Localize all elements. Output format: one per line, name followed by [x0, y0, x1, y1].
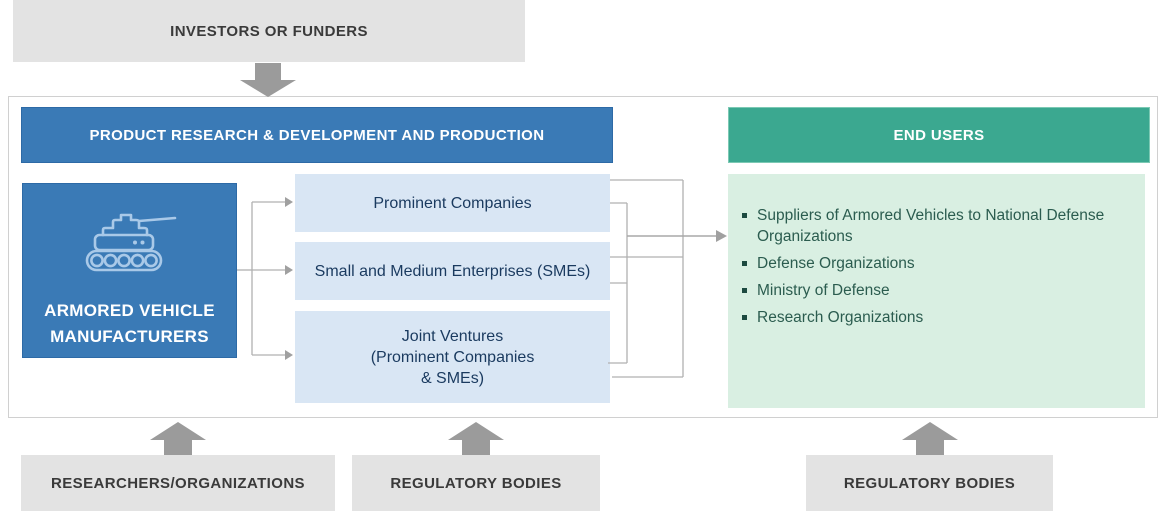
prominent-companies-box: Prominent Companies	[295, 174, 610, 232]
regulatory-bodies-box-left: REGULATORY BODIES	[352, 455, 600, 511]
researchers-organizations-box: RESEARCHERS/ORGANIZATIONS	[21, 455, 335, 511]
regulatory-bodies-box-right: REGULATORY BODIES	[806, 455, 1053, 511]
up-arrow-researchers	[150, 422, 206, 455]
investors-label: INVESTORS OR FUNDERS	[170, 22, 368, 40]
armored-vehicle-manufacturers-label: ARMORED VEHICLE MANUFACTURERS	[44, 301, 215, 346]
rd-production-header: PRODUCT RESEARCH & DEVELOPMENT AND PRODU…	[21, 107, 613, 163]
end-user-item: Ministry of Defense	[740, 280, 1127, 301]
end-users-header-label: END USERS	[893, 126, 985, 144]
joint-ventures-box: Joint Ventures (Prominent Companies & SM…	[295, 311, 610, 403]
up-arrow-regulatory-right	[902, 422, 958, 455]
down-arrow-investors	[240, 63, 296, 97]
smes-label: Small and Medium Enterprises (SMEs)	[314, 262, 591, 280]
smes-box: Small and Medium Enterprises (SMEs)	[295, 242, 610, 300]
regulatory-bodies-left-label: REGULATORY BODIES	[390, 474, 562, 492]
end-user-item: Suppliers of Armored Vehicles to Nationa…	[740, 205, 1127, 247]
investors-box: INVESTORS OR FUNDERS	[13, 0, 525, 62]
end-user-item: Research Organizations	[740, 307, 1127, 328]
rd-production-header-label: PRODUCT RESEARCH & DEVELOPMENT AND PRODU…	[89, 126, 545, 144]
regulatory-bodies-right-label: REGULATORY BODIES	[843, 474, 1016, 492]
armored-vehicle-manufacturers-box: ARMORED VEHICLE MANUFACTURERS	[22, 183, 237, 358]
joint-ventures-label: Joint Ventures (Prominent Companies & SM…	[370, 327, 535, 387]
researchers-organizations-label: RESEARCHERS/ORGANIZATIONS	[51, 474, 305, 492]
end-user-item: Defense Organizations	[740, 253, 1127, 274]
prominent-companies-label: Prominent Companies	[373, 194, 532, 212]
tank-icon	[78, 204, 182, 274]
up-arrow-regulatory-left	[448, 422, 504, 455]
end-users-panel: Suppliers of Armored Vehicles to Nationa…	[728, 174, 1145, 408]
end-users-header: END USERS	[728, 107, 1150, 163]
